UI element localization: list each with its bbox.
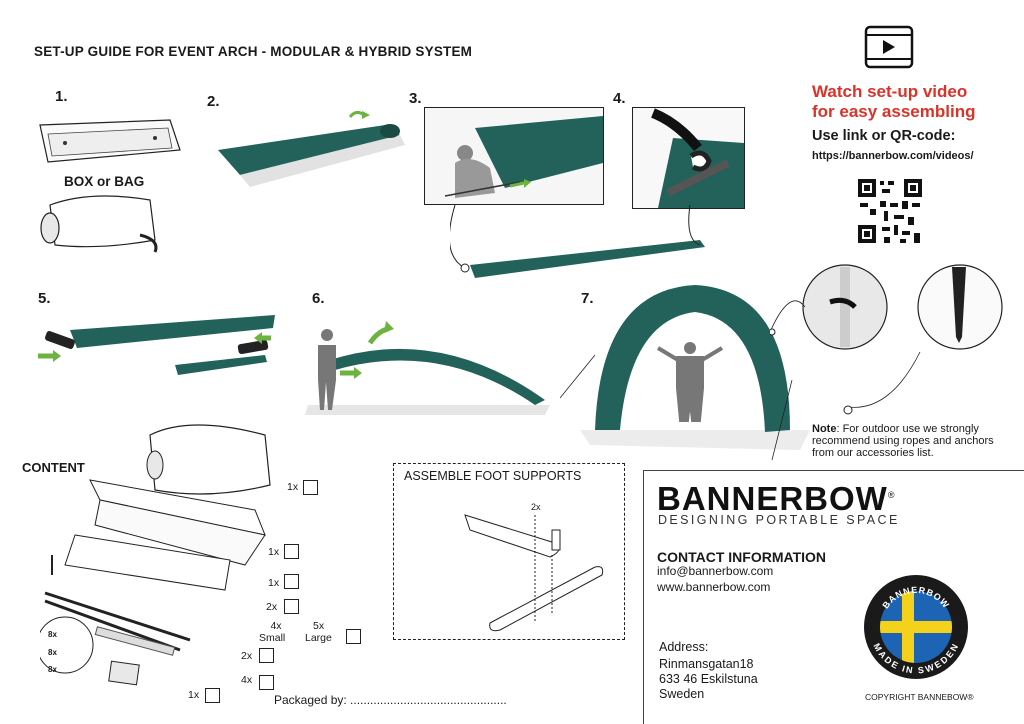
contact-heading: CONTACT INFORMATION [657, 549, 827, 565]
contact-email-link[interactable]: info@bannerbow.com [657, 564, 774, 578]
copyright-text: COPYRIGHT BANNEBOW® [865, 692, 974, 702]
content-parts-illustration [40, 424, 271, 686]
qty-small-label: Small [259, 632, 286, 644]
address-country: Sweden [659, 687, 705, 701]
checkbox-plate[interactable] [284, 574, 299, 589]
step1-box-bag-illustration [39, 119, 181, 253]
brand-contact-panel [643, 470, 1024, 724]
note-label: Note [812, 423, 837, 435]
video-headline-line2: for easy assembling [812, 102, 976, 121]
checkbox-bag[interactable] [303, 480, 318, 495]
contact-web-link[interactable]: www.bannerbow.com [657, 580, 771, 594]
step-number-3: 3. [409, 90, 422, 107]
checkbox-feet[interactable] [259, 675, 274, 690]
step5-insert-end-illustration [38, 315, 275, 375]
screw-qty-c: 8x [48, 665, 57, 674]
step-number-1: 1. [55, 88, 68, 105]
step7-detail-insets [770, 264, 1003, 415]
qty-bag: 1x [287, 481, 299, 493]
checkbox-pouch[interactable] [205, 688, 220, 703]
address-city: 633 46 Eskilstuna [659, 672, 758, 686]
step-number-6: 6. [312, 290, 325, 307]
step-number-5: 5. [38, 290, 51, 307]
content-title: CONTENT [22, 460, 85, 475]
address-label: Address: [659, 640, 709, 654]
address-street: Rinmansgatan18 [659, 657, 754, 671]
page-title: SET-UP GUIDE FOR EVENT ARCH - MODULAR & … [34, 44, 473, 59]
foot-support-illustration [464, 514, 604, 632]
qty-poles: 2x [241, 650, 253, 662]
qty-plate: 1x [268, 577, 280, 589]
brand-logo: BANNERBOW® [657, 480, 895, 518]
step-number-2: 2. [207, 93, 220, 110]
screw-qty-a: 8x [48, 630, 57, 639]
video-play-icon[interactable] [864, 25, 914, 70]
step-number-4: 4. [613, 90, 626, 107]
qty-large-label: Large [305, 632, 332, 644]
assemble-qty: 2x [531, 502, 541, 512]
checkbox-rods[interactable] [284, 599, 299, 614]
brand-registered-mark: ® [887, 490, 896, 500]
checkbox-connectors[interactable] [346, 629, 361, 644]
made-in-sweden-seal: BANNERBOW MADE IN SWEDEN [864, 575, 968, 679]
qty-small-count: 4x [270, 620, 282, 632]
video-headline: Watch set-up video for easy assembling [812, 82, 975, 122]
assemble-foot-supports-panel [393, 463, 625, 640]
checkbox-lid[interactable] [284, 544, 299, 559]
video-instruction: Use link or QR-code: [812, 128, 956, 144]
video-headline-line1: Watch set-up video [812, 82, 968, 101]
packaged-by-field[interactable]: Packaged by: ...........................… [274, 693, 507, 707]
step4-connector-illustration [651, 108, 744, 208]
qr-code-icon[interactable] [856, 177, 924, 245]
brand-name: BANNERBOW [657, 480, 888, 517]
step6-raise-arch-illustration [305, 321, 550, 415]
qty-large-count: 5x [313, 620, 325, 632]
screw-qty-b: 8x [48, 648, 57, 657]
step3-insert-rods-illustration [444, 116, 603, 198]
video-url-link[interactable]: https://bannerbow.com/videos/ [812, 150, 974, 162]
note-text: : For outdoor use we strongly recommend … [812, 423, 994, 459]
qty-rods: 2x [266, 601, 278, 613]
step1-caption: BOX or BAG [64, 174, 145, 189]
qty-pouch: 1x [188, 689, 200, 701]
qty-feet: 4x [241, 674, 253, 686]
assemble-foot-supports-title: ASSEMBLE FOOT SUPPORTS [404, 469, 582, 483]
brand-tagline: DESIGNING PORTABLE SPACE [658, 513, 900, 527]
qty-lid: 1x [268, 546, 280, 558]
step2-unroll-illustration [218, 110, 405, 187]
step3-fabric-strip-illustration [450, 204, 705, 278]
step7-arch-illustration [560, 285, 810, 460]
step-number-7: 7. [581, 290, 594, 307]
checkbox-poles[interactable] [259, 648, 274, 663]
outdoor-note: Note: For outdoor use we strongly recomm… [812, 423, 1012, 459]
